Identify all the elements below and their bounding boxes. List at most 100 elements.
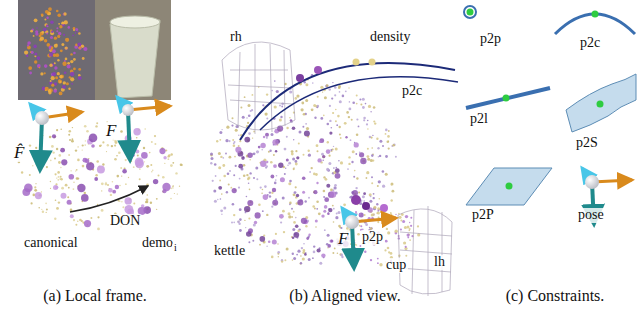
point	[331, 127, 333, 129]
point	[114, 158, 117, 161]
point	[361, 249, 362, 250]
point	[317, 150, 319, 152]
point	[335, 120, 337, 122]
point	[144, 128, 146, 130]
point	[320, 86, 323, 89]
point	[115, 185, 119, 189]
point	[354, 170, 356, 172]
point	[112, 181, 114, 183]
point	[218, 166, 221, 169]
point	[300, 263, 302, 265]
point	[247, 200, 253, 206]
point	[261, 192, 263, 194]
point	[292, 126, 296, 130]
point	[233, 214, 235, 216]
point	[122, 169, 127, 174]
point	[59, 75, 63, 79]
point	[275, 179, 277, 181]
point	[255, 166, 258, 169]
point	[154, 135, 156, 137]
point	[39, 35, 42, 38]
photo-cup	[95, 0, 171, 100]
point	[323, 210, 326, 213]
point	[70, 214, 74, 218]
point	[306, 127, 309, 130]
point	[319, 138, 324, 143]
point	[324, 197, 329, 202]
point	[86, 130, 89, 133]
point	[295, 150, 297, 152]
point	[67, 64, 71, 68]
point	[269, 195, 271, 197]
point	[82, 165, 85, 168]
point	[133, 128, 140, 135]
point	[34, 18, 38, 22]
pointcloud-b	[210, 74, 420, 266]
point	[360, 245, 362, 247]
point	[388, 130, 390, 132]
point	[266, 246, 267, 247]
point	[314, 208, 316, 210]
point	[221, 129, 222, 130]
point	[407, 226, 410, 229]
point	[398, 216, 401, 219]
point	[210, 152, 213, 155]
point	[30, 51, 33, 54]
point	[59, 25, 62, 28]
point	[313, 245, 315, 247]
point	[125, 142, 127, 144]
point	[302, 257, 305, 260]
point	[172, 162, 174, 164]
point	[337, 115, 340, 118]
point	[296, 95, 299, 98]
point	[73, 219, 75, 221]
point	[65, 58, 68, 61]
point	[60, 178, 62, 180]
point	[238, 164, 243, 169]
point	[382, 214, 384, 216]
point	[281, 106, 283, 108]
point	[335, 173, 341, 179]
point	[249, 172, 251, 174]
point	[272, 139, 278, 145]
point	[36, 27, 38, 29]
point	[373, 206, 376, 209]
point	[75, 28, 78, 31]
frame-canonical	[30, 104, 82, 170]
point	[65, 184, 68, 187]
point	[336, 213, 338, 215]
point	[84, 220, 91, 227]
point	[291, 153, 294, 156]
icon-p2c	[555, 11, 635, 35]
point	[269, 191, 271, 193]
point	[167, 155, 169, 157]
point	[34, 189, 37, 192]
point	[371, 154, 374, 157]
point	[151, 171, 153, 173]
point	[60, 129, 62, 131]
point	[144, 191, 145, 192]
point	[55, 53, 59, 57]
point	[239, 178, 241, 180]
point	[72, 35, 74, 37]
point	[288, 212, 291, 215]
point	[51, 76, 55, 80]
point	[77, 178, 79, 180]
point	[334, 248, 336, 250]
point	[144, 161, 145, 162]
point	[407, 237, 409, 239]
point	[170, 188, 172, 190]
point	[280, 177, 285, 182]
point	[292, 158, 295, 161]
point	[246, 174, 248, 176]
point	[50, 31, 54, 35]
point	[223, 157, 225, 159]
point	[356, 177, 358, 179]
point	[364, 200, 365, 201]
point	[315, 173, 318, 176]
point	[152, 170, 154, 172]
point	[33, 35, 35, 37]
point	[326, 168, 329, 171]
point	[170, 164, 173, 167]
